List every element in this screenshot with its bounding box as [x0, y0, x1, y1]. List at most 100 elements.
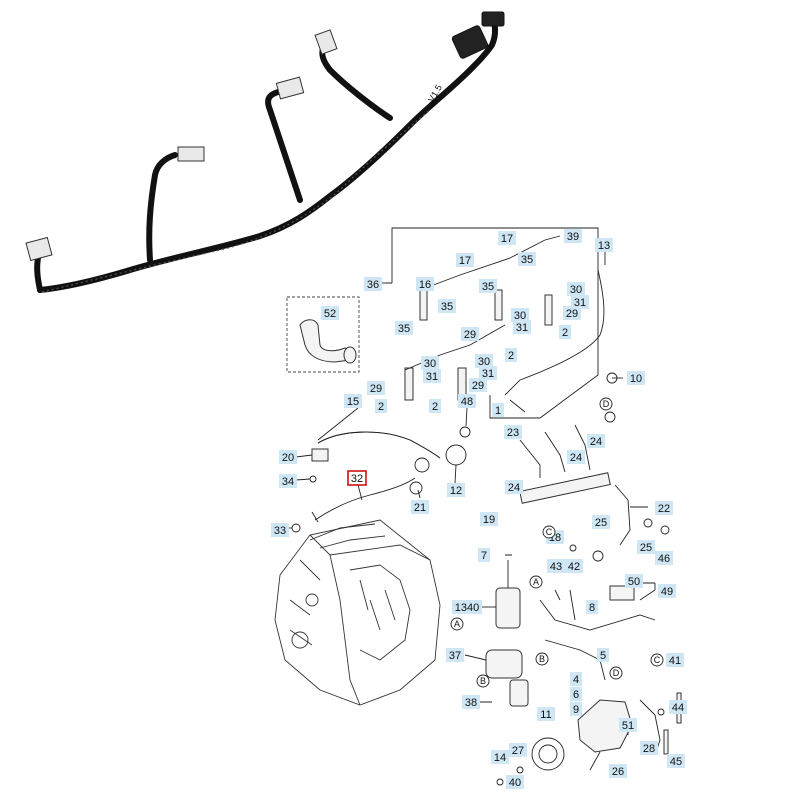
callout-8: 8 — [586, 600, 598, 614]
callout-38: 38 — [462, 695, 480, 709]
callout-text: 8 — [589, 602, 595, 614]
callout-19: 19 — [480, 512, 498, 526]
harness-main-connector-cap — [481, 11, 505, 27]
callout-11: 11 — [537, 707, 555, 721]
callout-box — [395, 321, 413, 335]
callout-22: 22 — [655, 501, 673, 515]
callout-box — [570, 687, 582, 701]
callout-text: 41 — [669, 655, 681, 667]
callout-box — [456, 253, 474, 267]
letter-circle — [609, 666, 623, 680]
callout-box — [498, 231, 516, 245]
harness-connector-3 — [275, 76, 305, 100]
callout-text: 34 — [282, 476, 294, 488]
callout-text: 29 — [472, 380, 484, 392]
callout-box — [492, 403, 504, 417]
callout-text: 51 — [622, 720, 634, 732]
callout-text: 30 — [424, 358, 436, 370]
callout-box — [475, 354, 493, 368]
callout-text: 30 — [478, 356, 490, 368]
callout-text: 36 — [367, 279, 379, 291]
callout-31: 31 — [479, 366, 497, 380]
harness-main-connector — [451, 25, 489, 59]
callout-1: 1 — [492, 403, 504, 417]
callout-text: 5 — [600, 650, 606, 662]
callout-4: 4 — [570, 672, 582, 686]
callout-41: 41 — [666, 653, 684, 667]
callout-21: 21 — [411, 500, 429, 514]
callout-text: 2 — [432, 401, 438, 413]
callout-text: 9 — [573, 704, 579, 716]
callout-40: 40 — [506, 775, 524, 789]
letter-circle — [650, 653, 664, 667]
callout-text: 23 — [507, 427, 519, 439]
callout-box — [421, 356, 439, 370]
injector-group — [386, 227, 605, 419]
callout-text: 6 — [573, 689, 579, 701]
callout-45: 45 — [667, 754, 685, 768]
letter-text: D — [613, 668, 620, 678]
callout-box — [279, 474, 297, 488]
callout-box — [559, 325, 571, 339]
callout-text: 50 — [628, 576, 640, 588]
callout-5: 5 — [597, 648, 609, 662]
callout-box — [505, 480, 523, 494]
injector-5 — [544, 294, 553, 326]
callout-box — [625, 574, 643, 588]
callout-30: 30 — [475, 354, 493, 368]
letter-circle — [450, 617, 464, 631]
callout-25: 25 — [592, 515, 610, 529]
fuel-filter — [495, 587, 521, 629]
harness-connector-4 — [314, 29, 338, 55]
callout-text: 22 — [658, 503, 670, 515]
letter-circle — [529, 575, 543, 589]
callout-box — [592, 515, 610, 529]
callout-24: 24 — [587, 434, 605, 448]
callout-box — [458, 394, 476, 408]
letter-circle — [542, 525, 556, 539]
callout-box — [462, 695, 480, 709]
callout-35: 35 — [518, 252, 536, 266]
callout-box — [506, 775, 524, 789]
harness-connector-1 — [25, 236, 53, 262]
engine-block — [274, 519, 441, 706]
callout-text: 30 — [514, 310, 526, 322]
harness-connector-2 — [177, 146, 205, 162]
callout-text: 1340 — [455, 602, 479, 614]
callout-text: 15 — [347, 396, 359, 408]
callout-36: 36 — [364, 277, 382, 291]
callout-text: 11 — [540, 709, 551, 721]
callout-43: 43 — [547, 559, 565, 573]
callout-48: 48 — [458, 394, 476, 408]
callout-20: 20 — [279, 450, 297, 464]
callout-box — [479, 366, 497, 380]
callout-text: 24 — [590, 436, 602, 448]
callout-28: 28 — [640, 741, 658, 755]
callout-box — [367, 381, 385, 395]
callout-text: 35 — [482, 281, 494, 293]
callout-text: 35 — [398, 323, 410, 335]
callout-box — [469, 378, 487, 392]
chain-and-harness-group — [291, 426, 471, 533]
callout-box — [344, 394, 362, 408]
callout-text: 35 — [521, 254, 533, 266]
callout-box — [505, 348, 517, 362]
callout-26: 26 — [609, 764, 627, 778]
callout-text: 24 — [570, 452, 582, 464]
callout-13: 13 — [595, 238, 613, 252]
callout-box — [438, 299, 456, 313]
callout-17: 17 — [498, 231, 516, 245]
callout-box — [609, 764, 627, 778]
callout-29: 29 — [563, 306, 581, 320]
callout-10: 10 — [627, 371, 645, 385]
callout-44: 44 — [669, 700, 687, 714]
callout-9: 9 — [570, 702, 582, 716]
reference-letter-D: D — [599, 397, 613, 411]
letter-circle — [476, 674, 490, 688]
callout-7: 7 — [478, 548, 490, 562]
callout-text: 7 — [481, 550, 487, 562]
callout-box — [452, 600, 482, 614]
callout-box — [491, 750, 509, 764]
